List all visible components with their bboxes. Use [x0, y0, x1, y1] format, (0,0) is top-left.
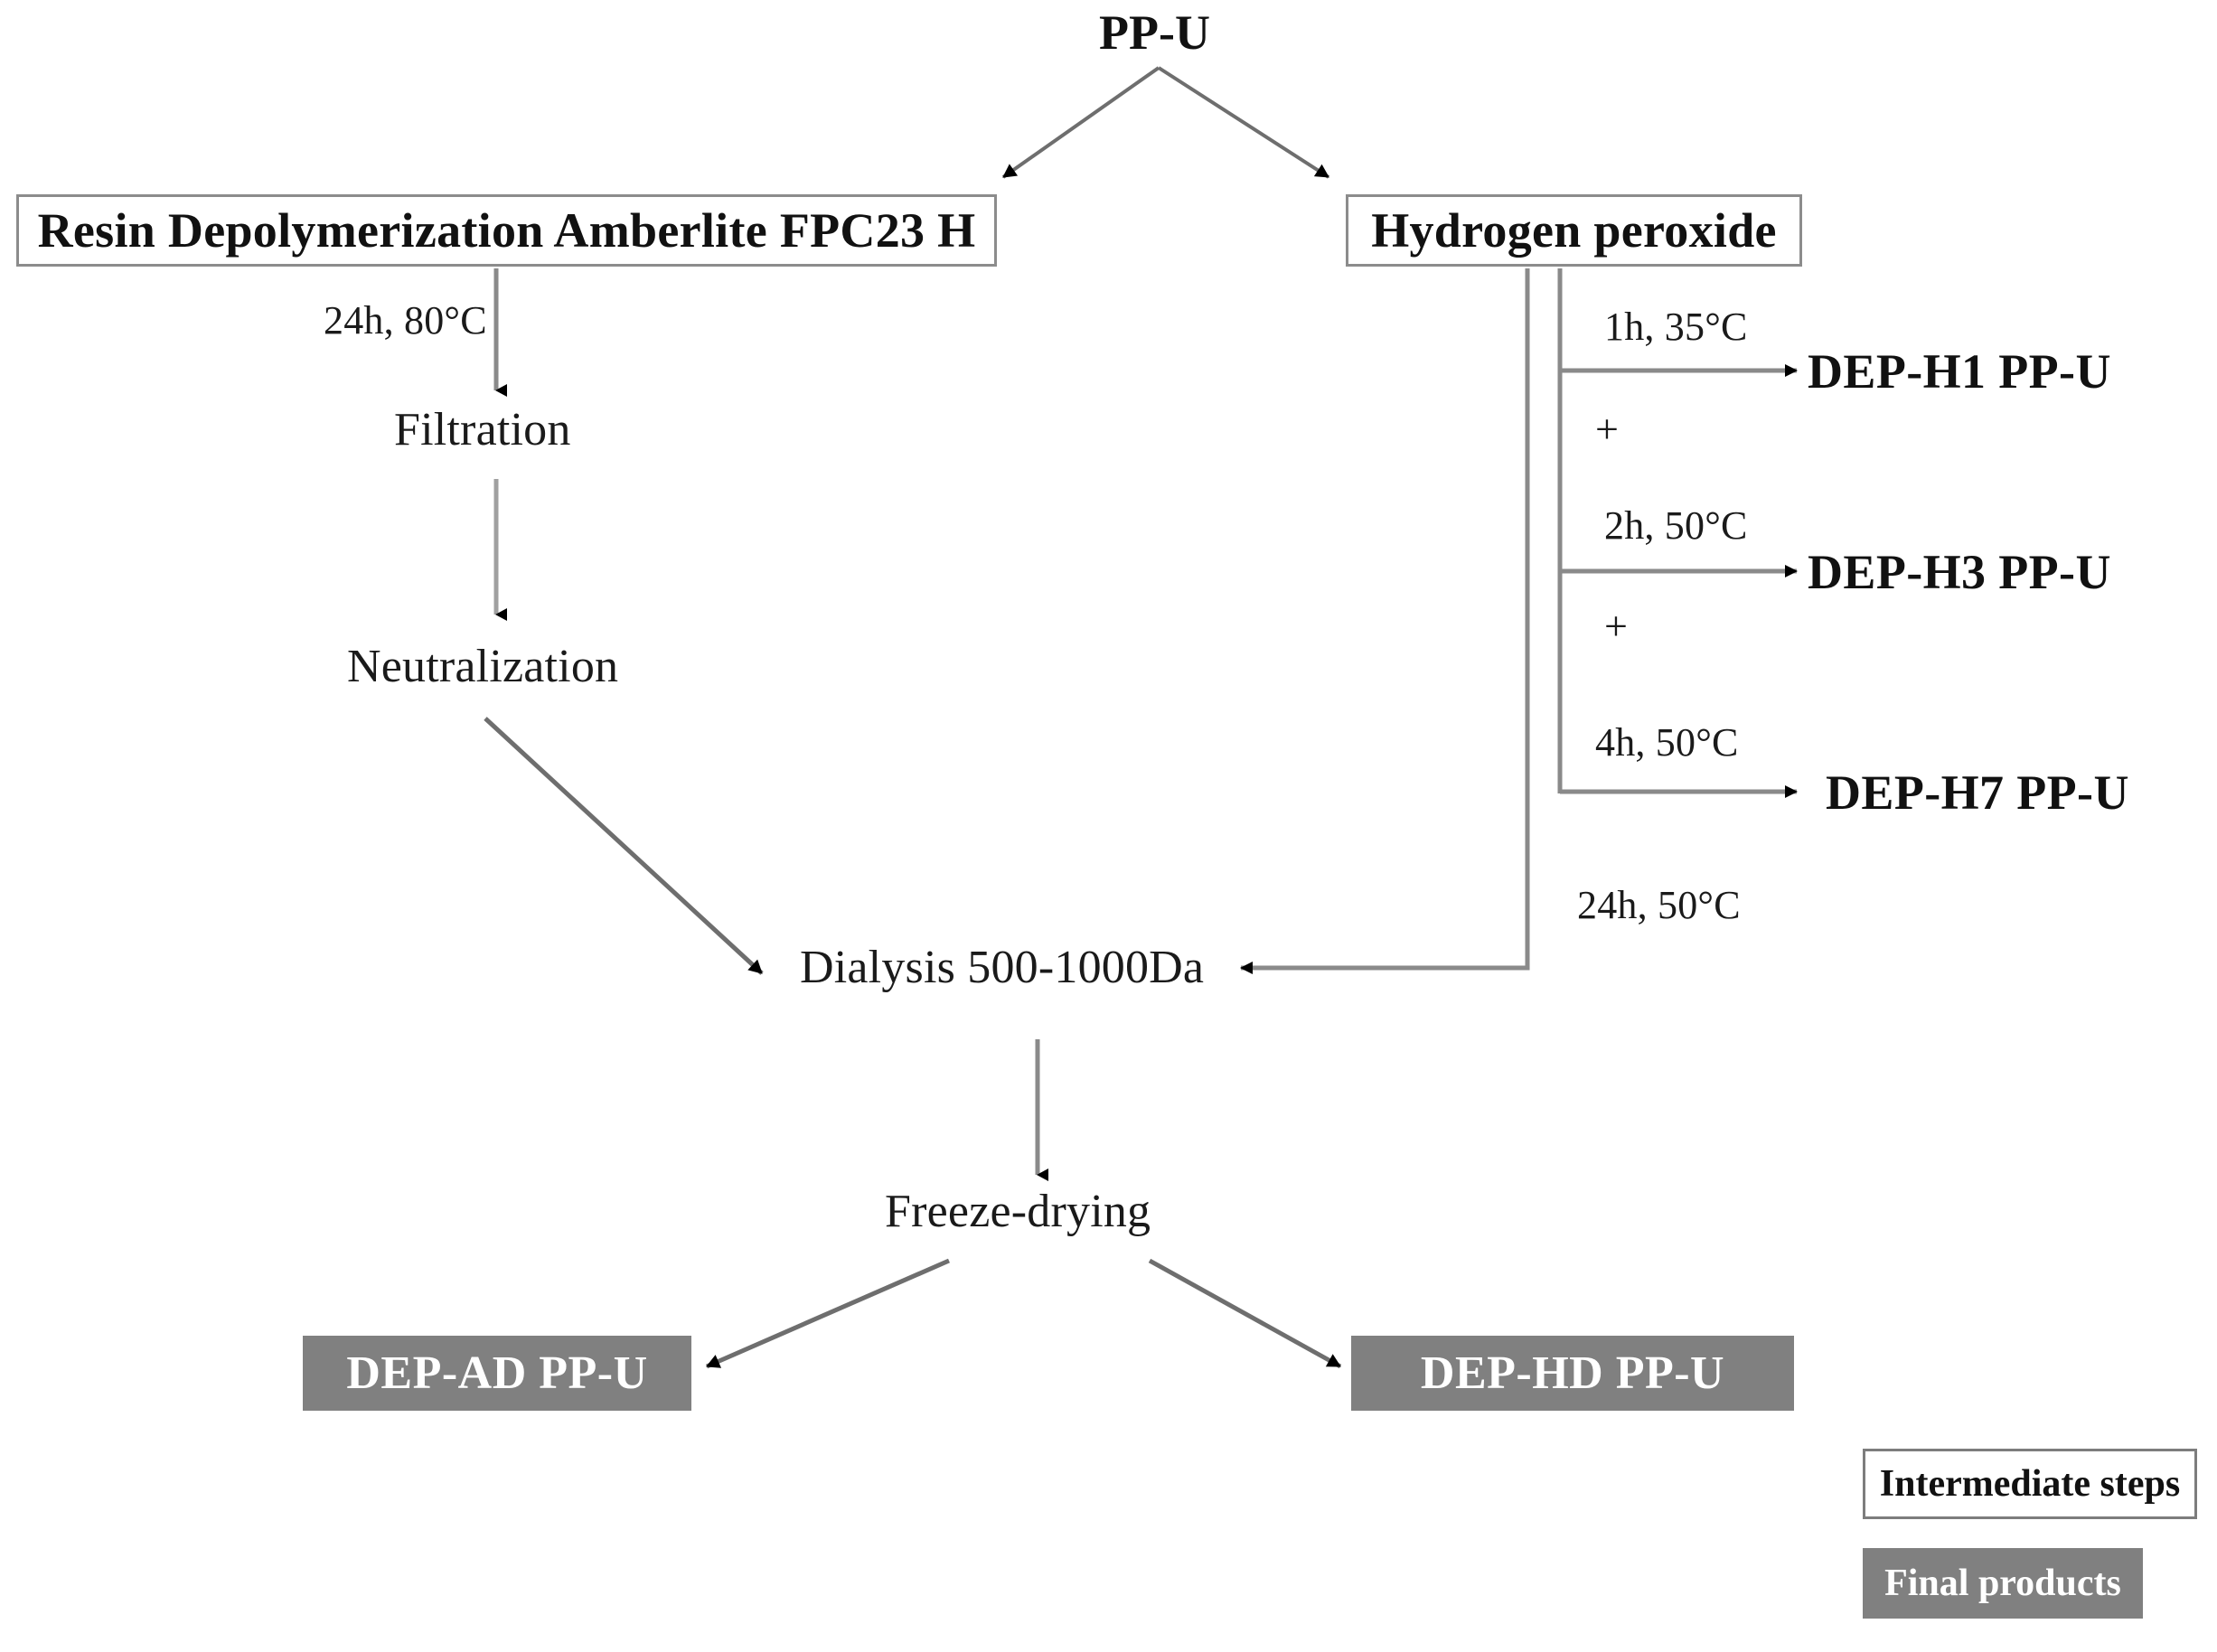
edge-label-24h-80c: 24h, 80°C [324, 298, 487, 343]
edge-label-2h-50c: 2h, 50°C [1604, 503, 1748, 548]
product-dep-h1: DEP-H1 PP-U [1808, 344, 2111, 399]
final-product-dep-hd[interactable]: DEP-HD PP-U [1351, 1336, 1794, 1411]
product-dep-h7: DEP-H7 PP-U [1826, 765, 2129, 820]
node-dialysis: Dialysis 500-1000Da [800, 942, 1205, 993]
edge-label-1h-35c: 1h, 35°C [1604, 305, 1748, 349]
edge-label-24h-50c: 24h, 50°C [1577, 883, 1741, 927]
edge-label-4h-50c: 4h, 50°C [1595, 720, 1739, 765]
legend-intermediate-steps: Intermediate steps [1863, 1449, 2197, 1519]
plus-marker-2: + [1604, 603, 1628, 649]
edge-neutralization-to-dialysis [484, 717, 764, 975]
product-dep-h3: DEP-H3 PP-U [1808, 545, 2111, 599]
edge-ppu-to-peroxide [1157, 66, 1330, 179]
root-node-ppu: PP-U [1099, 5, 1210, 60]
edge-freeze-to-dep-ad [705, 1258, 951, 1369]
final-product-dep-ad[interactable]: DEP-AD PP-U [303, 1336, 691, 1411]
node-resin-depolymerization[interactable]: Resin Depolymerization Amberlite FPC23 H [16, 194, 997, 267]
node-freeze-drying: Freeze-drying [885, 1186, 1151, 1237]
node-hydrogen-peroxide[interactable]: Hydrogen peroxide [1346, 194, 1802, 267]
edge-freeze-to-dep-hd [1148, 1258, 1342, 1369]
legend-final-products: Final products [1863, 1548, 2143, 1619]
plus-marker-1: + [1595, 406, 1619, 452]
node-neutralization: Neutralization [347, 641, 619, 692]
node-filtration: Filtration [394, 404, 571, 455]
edge-ppu-to-resin [1001, 66, 1160, 179]
edge-peroxide-to-dialysis [1240, 268, 1530, 974]
